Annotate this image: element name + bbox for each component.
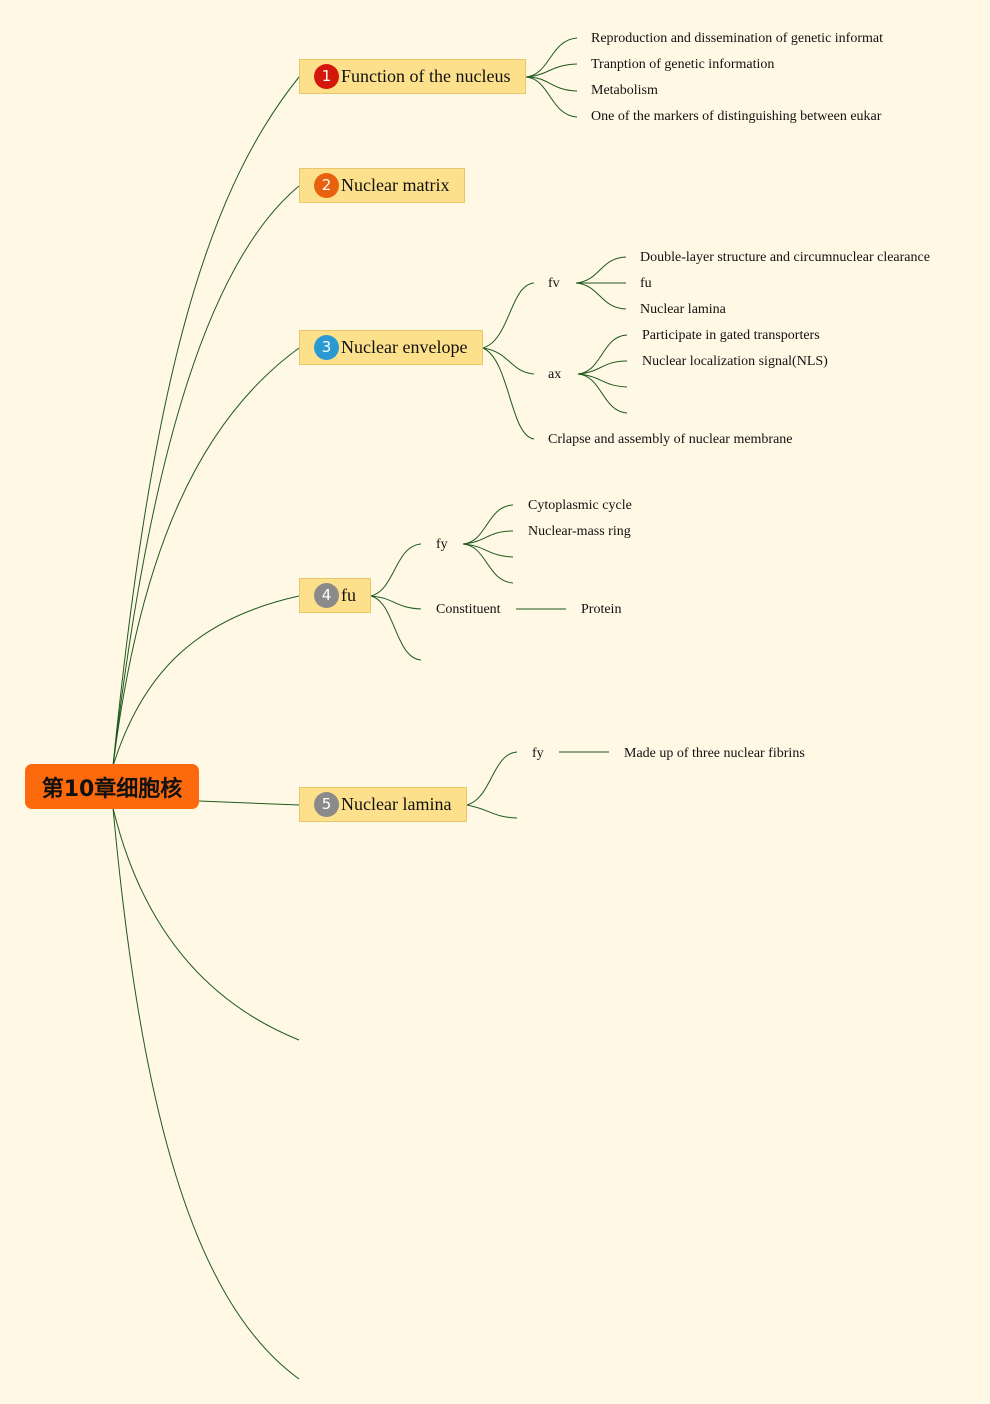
leaf-node[interactable]: Cytoplasmic cycle: [528, 498, 632, 513]
leaf-node[interactable]: Double-layer structure and circumnuclear…: [640, 250, 930, 265]
topic-nuclear-matrix[interactable]: 2 Nuclear matrix: [299, 168, 465, 203]
leaf-node[interactable]: Nuclear localization signal(NLS): [642, 354, 828, 369]
topic-nuclear-lamina[interactable]: 5 Nuclear lamina: [299, 787, 467, 822]
leaf-node[interactable]: Nuclear-mass ring: [528, 524, 631, 539]
link-root-topic2: [112, 185, 300, 767]
leaf-node[interactable]: Participate in gated transporters: [642, 328, 820, 343]
link-root-topic3: [112, 347, 300, 767]
topic-fu[interactable]: 4 fu: [299, 578, 371, 613]
branch-node[interactable]: fy: [532, 746, 544, 761]
link-root-empty1: [112, 807, 300, 1041]
branch-node[interactable]: fy: [436, 537, 448, 552]
link-root-topic1: [112, 76, 300, 767]
leaf-node[interactable]: Tranption of genetic information: [591, 57, 775, 72]
number-5-badge: 5: [314, 792, 339, 817]
topic-label: fu: [341, 585, 356, 605]
leaf-node[interactable]: Nuclear lamina: [640, 302, 726, 317]
topic-function-of-nucleus[interactable]: 1 Function of the nucleus: [299, 59, 526, 94]
leaf-node[interactable]: One of the markers of distinguishing bet…: [591, 109, 882, 124]
topic-label: Nuclear envelope: [341, 337, 468, 357]
leaf-node[interactable]: Made up of three nuclear fibrins: [624, 746, 805, 761]
number-2-badge: 2: [314, 173, 339, 198]
branch-node[interactable]: Constituent: [436, 602, 501, 617]
leaf-node[interactable]: Reproduction and dissemination of geneti…: [591, 31, 883, 46]
leaf-node[interactable]: fu: [640, 276, 652, 291]
link-root-topic4: [112, 595, 300, 767]
topic-nuclear-envelope[interactable]: 3 Nuclear envelope: [299, 330, 483, 365]
topic-label: Function of the nucleus: [341, 66, 511, 86]
root-topic[interactable]: 第10章细胞核: [25, 764, 199, 809]
leaf-node[interactable]: Metabolism: [591, 83, 658, 98]
branch-node[interactable]: ax: [548, 367, 562, 382]
branch-node[interactable]: fv: [548, 276, 560, 291]
number-3-badge: 3: [314, 335, 339, 360]
topic-label: Nuclear lamina: [341, 794, 452, 814]
branch-node[interactable]: Crlapse and assembly of nuclear membrane: [548, 432, 793, 447]
number-1-badge: 1: [314, 64, 339, 89]
leaf-node[interactable]: Protein: [581, 602, 622, 617]
number-4-badge: 4: [314, 583, 339, 608]
link-root-empty2: [112, 807, 300, 1380]
root-label: 第10章细胞核: [41, 776, 183, 802]
link-root-topic5: [198, 800, 300, 806]
topic-label: Nuclear matrix: [341, 175, 450, 195]
